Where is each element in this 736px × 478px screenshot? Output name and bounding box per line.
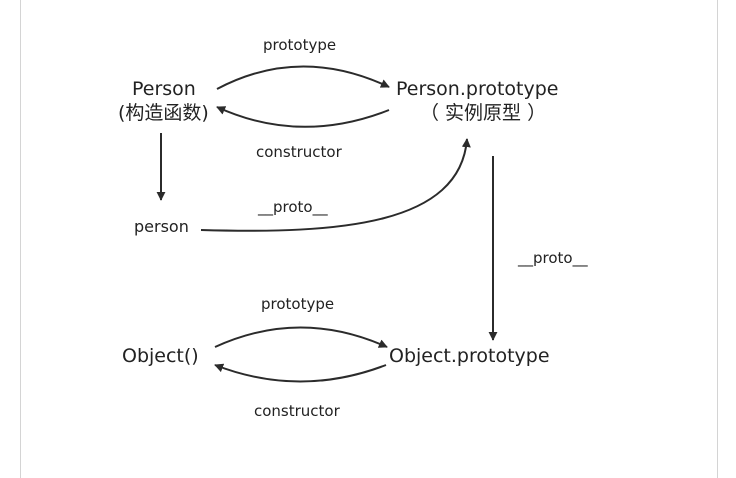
arrow-person-prototype [216, 65, 390, 90]
edge-label-object-prototype: prototype [261, 295, 335, 313]
edge-label-object-constructor: constructor [254, 402, 340, 420]
node-person-constructor-sub: (构造函数) [118, 102, 209, 124]
node-person-constructor-name: Person [132, 78, 196, 100]
edge-label-person-prototype: prototype [263, 36, 337, 54]
node-person-prototype-name: Person.prototype [396, 78, 559, 100]
diagram-frame [20, 0, 718, 478]
node-object-constructor: Object() [122, 345, 199, 367]
edge-label-chain-proto: __proto__ [518, 249, 588, 267]
node-object-prototype: Object.prototype [389, 345, 550, 367]
arrow-object-prototype [214, 326, 388, 348]
node-person-prototype-sub: （ 实例原型 ） [420, 102, 547, 124]
edge-label-instance-proto: __proto__ [258, 198, 328, 216]
edge-label-person-constructor: constructor [256, 143, 342, 161]
arrow-person-constructor [216, 106, 390, 128]
node-person-instance: person [134, 217, 189, 236]
arrow-object-constructor [214, 363, 387, 383]
arrow-instance-proto [200, 138, 471, 232]
